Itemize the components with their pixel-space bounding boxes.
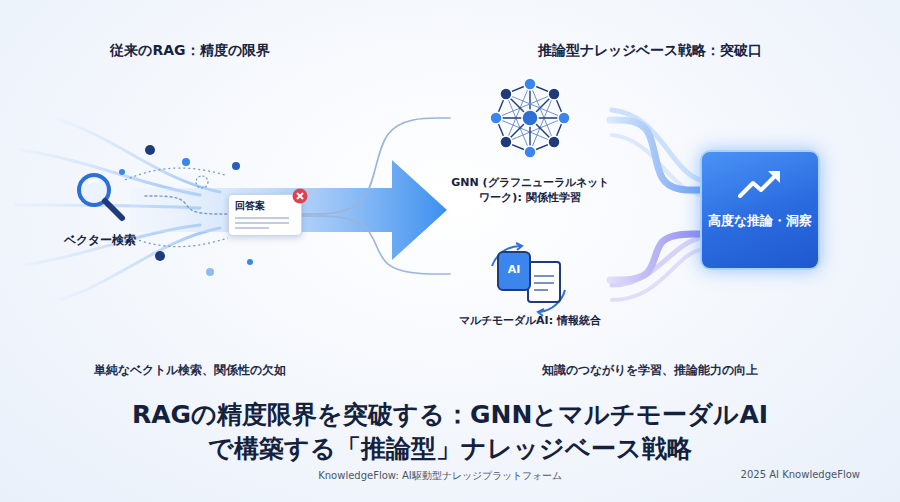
flow-streaks <box>612 110 700 300</box>
graph-network-icon <box>558 112 570 124</box>
footer-note: 2025 AI KnowledgeFlow <box>680 469 860 480</box>
data-dots <box>206 268 214 276</box>
card-lines <box>235 217 289 219</box>
trend-icon <box>737 166 783 202</box>
multimodal-icon <box>492 243 565 316</box>
connector <box>302 118 450 214</box>
node-label: マルチモーダルAI: 情報統合 <box>450 314 610 329</box>
graph-network-icon <box>490 112 502 124</box>
graph-network-icon <box>548 88 560 100</box>
connector <box>302 216 450 274</box>
trend-icon <box>768 171 780 183</box>
node-label: ベクター検索 <box>55 232 145 248</box>
graph-network-icon <box>524 78 536 90</box>
data-dots <box>247 259 253 265</box>
big-arrow <box>130 160 447 260</box>
connector <box>610 234 700 280</box>
error-mark <box>293 189 308 204</box>
magnifier-icon <box>105 201 122 218</box>
insight-box: 高度な推論・洞察 <box>700 150 820 270</box>
trend-icon <box>740 174 777 196</box>
footer-note: KnowledgeFlow: AI駆動型ナレッジプラットフォーム <box>270 469 610 483</box>
data-dots <box>119 169 125 175</box>
connector <box>145 196 228 214</box>
multimodal-icon <box>534 282 554 284</box>
card-lines <box>235 222 289 224</box>
dotted-paths <box>125 168 225 180</box>
error-mark <box>297 193 303 199</box>
multimodal-icon <box>534 275 554 277</box>
section-caption: 知識のつながりを学習、推論能力の向上 <box>490 362 810 379</box>
dotted-paths <box>125 235 228 247</box>
graph-network-icon <box>522 110 538 126</box>
data-dots <box>155 251 165 261</box>
gnn-node: GNN (グラフニューラルネットワーク): 関係性学習 <box>450 76 610 206</box>
graph-network-icon <box>548 136 560 148</box>
data-dots <box>145 145 155 155</box>
multimodal-node: マルチモーダルAI: 情報統合 <box>450 240 610 329</box>
magnifier-icon <box>88 181 98 184</box>
node-label: GNN (グラフニューラルネットワーク): 関係性学習 <box>450 176 610 206</box>
dotted-paths <box>125 168 228 247</box>
node-label: 回答案 <box>235 199 295 213</box>
data-dots <box>196 176 208 188</box>
card-lines <box>235 227 269 229</box>
graph-network-icon <box>500 136 512 148</box>
data-dots <box>182 158 190 166</box>
card-lines <box>235 216 291 230</box>
graph-network-icon <box>490 78 570 158</box>
data-dots <box>232 162 240 170</box>
graph-network-icon <box>500 88 512 100</box>
graph-network-icon <box>524 146 536 158</box>
multimodal-icon <box>534 289 548 291</box>
section-caption: 単純なベクトル検索、関係性の欠如 <box>50 362 330 379</box>
search-icon-node: ベクター検索 <box>55 168 145 248</box>
icon-text: AI <box>498 263 530 276</box>
error-mark <box>292 188 308 204</box>
node-label: 高度な推論・洞察 <box>708 212 812 230</box>
multimodal-icon <box>516 243 522 250</box>
multimodal-icon <box>498 252 530 290</box>
answer-card: 回答案 <box>228 194 302 236</box>
connector <box>610 120 700 190</box>
section-heading: 推論型ナレッジベース戦略：突破口 <box>500 42 800 60</box>
multimodal-icon <box>528 262 560 302</box>
title: RAGの精度限界を突破する：GNNとマルチモーダルAI で構築する「推論型」ナレ… <box>90 398 810 466</box>
magnifier-icon <box>79 175 122 218</box>
multimodal-icon <box>500 250 522 252</box>
section-heading: 従来のRAG：精度の限界 <box>50 42 330 60</box>
